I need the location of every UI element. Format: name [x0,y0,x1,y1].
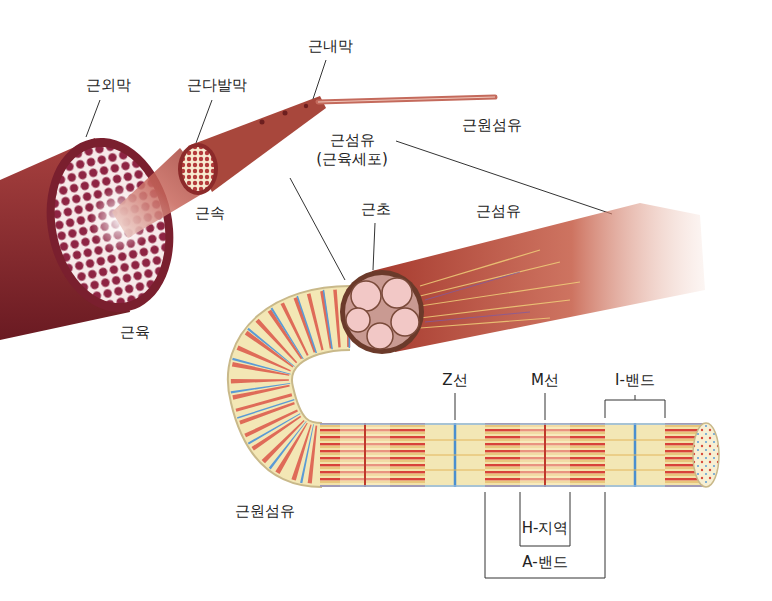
myofibril-section [382,278,412,308]
part-label: I-밴드 [615,371,655,391]
fiber-cylinder [372,203,705,352]
myofibril [260,318,725,487]
nucleus [260,120,265,125]
nucleus [304,104,308,108]
leader-line [455,393,456,420]
myofibril-section [346,308,370,332]
fiber-inside [345,275,419,349]
a-band-bracket [485,492,605,578]
sarcomeres [320,423,706,487]
muscle-fiber-thin [260,97,496,125]
myofibril-section [391,308,419,336]
fascicle-cells [41,136,179,313]
sarcolemma [340,270,424,354]
nucleus [283,111,288,116]
part-label: M선 [531,371,559,391]
muscle-body [0,126,189,340]
muscle-fiber-large [372,203,705,352]
myofibril-end [693,423,719,487]
fiber-cross-section [340,270,424,354]
fascicle-end [182,147,214,191]
epimysium [31,126,189,324]
part-label: 근내막 [308,37,353,57]
part-label: 근육 [120,323,150,343]
part-label: H-지역 [522,519,569,539]
fiber-line [318,97,495,102]
part-label: 근초 [361,200,391,220]
part-label: 근섬유 (근육세포) [316,131,388,170]
a-band [320,423,425,487]
i-band-ground [320,423,706,487]
part-label: 근원섬유 [235,502,295,522]
perimysium [178,143,218,195]
leader-lines [86,60,665,578]
myofibril-section [351,281,381,311]
leader-line [313,60,326,99]
leader-line [545,393,546,420]
i-band-bracket [605,395,665,418]
myofibril-edge [320,424,706,486]
leader-line [86,100,100,137]
fiber-inner-lines [420,250,580,328]
part-label: 근속 [195,204,225,224]
part-label: A-밴드 [522,553,567,573]
thin-filament [425,440,665,470]
part-label: 근섬유 [476,202,521,222]
fascicle [112,96,326,238]
part-label: 근원섬유 [462,116,522,136]
leader-line [373,223,375,270]
leader-line [196,100,212,143]
part-label: 근외막 [86,76,131,96]
projection-line [290,178,345,280]
fiber-highlight [318,97,495,102]
part-label: Z선 [442,371,467,391]
part-label: 근다발막 [187,76,247,96]
h-zone-bracket [520,492,570,546]
myofibril-section [367,323,393,349]
fiber-inner-lines [425,272,530,322]
a-band [665,423,706,487]
